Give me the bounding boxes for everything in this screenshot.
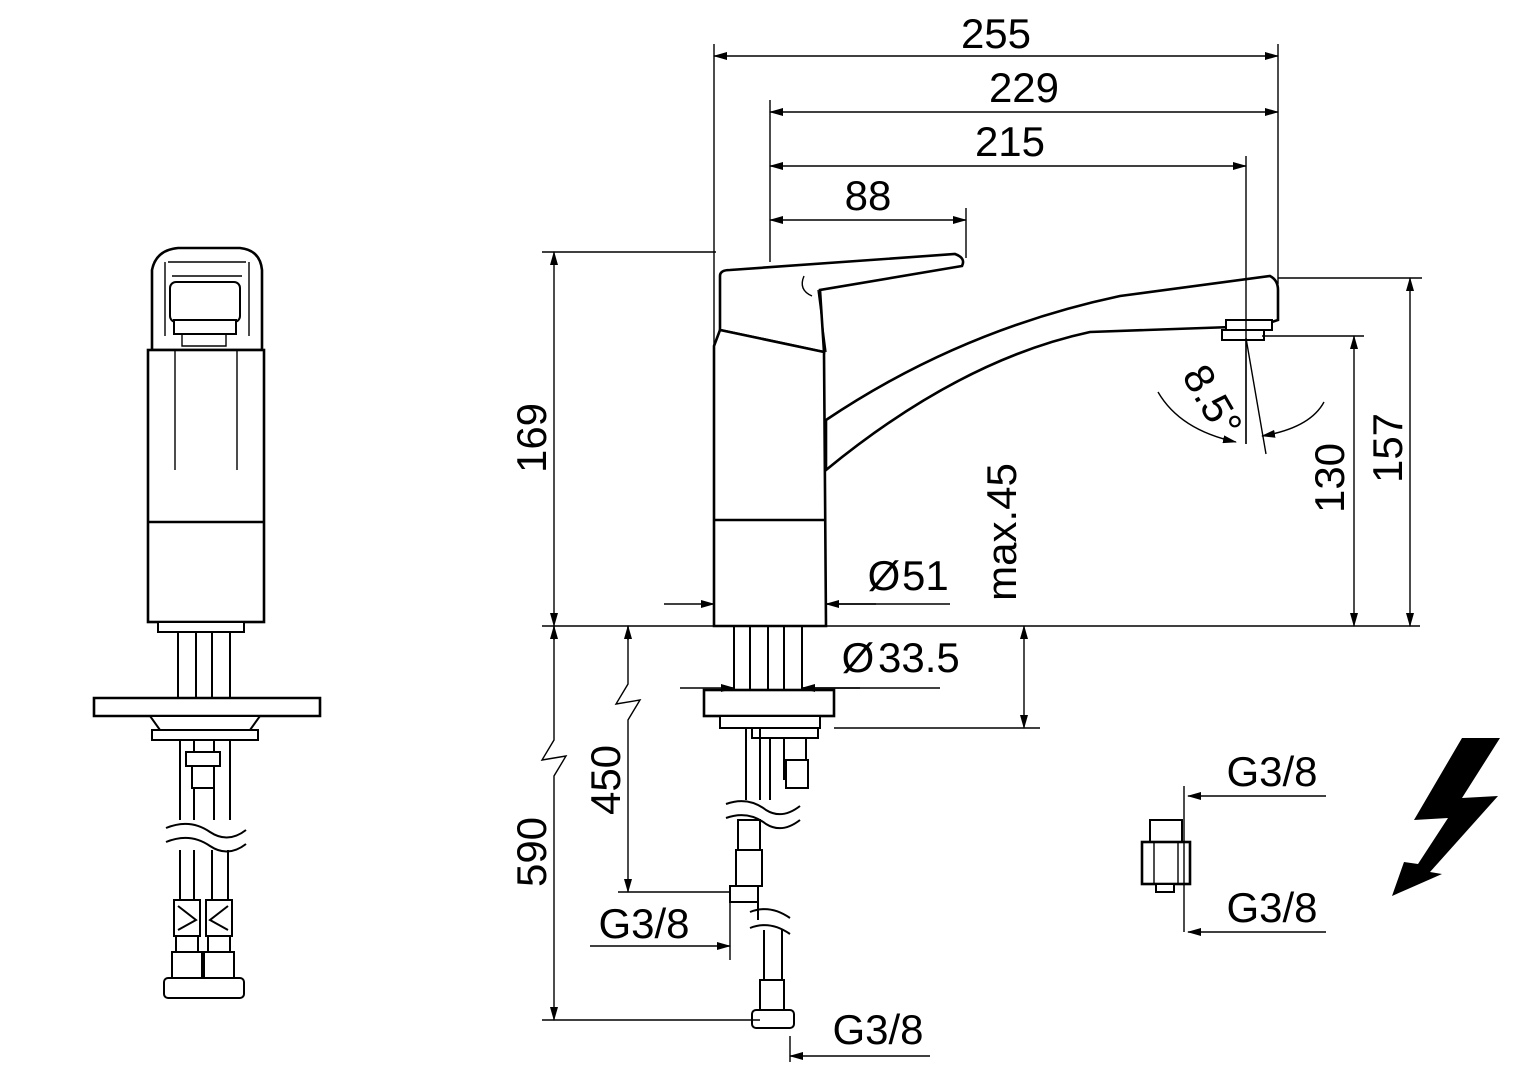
diameter-symbol-51: Ø [868, 552, 901, 599]
dim-130: 130 [1306, 443, 1353, 513]
dimension-lines [540, 44, 1422, 1062]
dim-169: 169 [508, 403, 555, 473]
dim-angle: 8.5° [1173, 356, 1251, 445]
dim-157: 157 [1364, 413, 1411, 483]
dim-450: 450 [582, 745, 629, 815]
side-view [702, 252, 1280, 1029]
dim-590: 590 [508, 817, 555, 887]
thread-adapter-bottom: G3/8 [1226, 884, 1317, 931]
dim-max45: max.45 [978, 463, 1025, 601]
thread-adapter-top: G3/8 [1226, 748, 1317, 795]
adapter-fitting [1140, 786, 1326, 936]
dim-dia33-5: 33.5 [878, 634, 960, 681]
dimension-labels: 255 229 215 88 169 157 130 8.5° max.45 Ø… [508, 10, 1411, 1053]
thread-hose-left: G3/8 [598, 900, 689, 947]
dim-88: 88 [845, 172, 892, 219]
diameter-symbol-33-5: Ø [842, 634, 875, 681]
front-view [92, 246, 322, 999]
dim-215: 215 [975, 118, 1045, 165]
dim-229: 229 [989, 64, 1059, 111]
dim-255: 255 [961, 10, 1031, 57]
lightning-bolt-icon [1392, 738, 1500, 896]
thread-hose-bottom: G3/8 [832, 1006, 923, 1053]
dim-dia51: 51 [902, 552, 949, 599]
